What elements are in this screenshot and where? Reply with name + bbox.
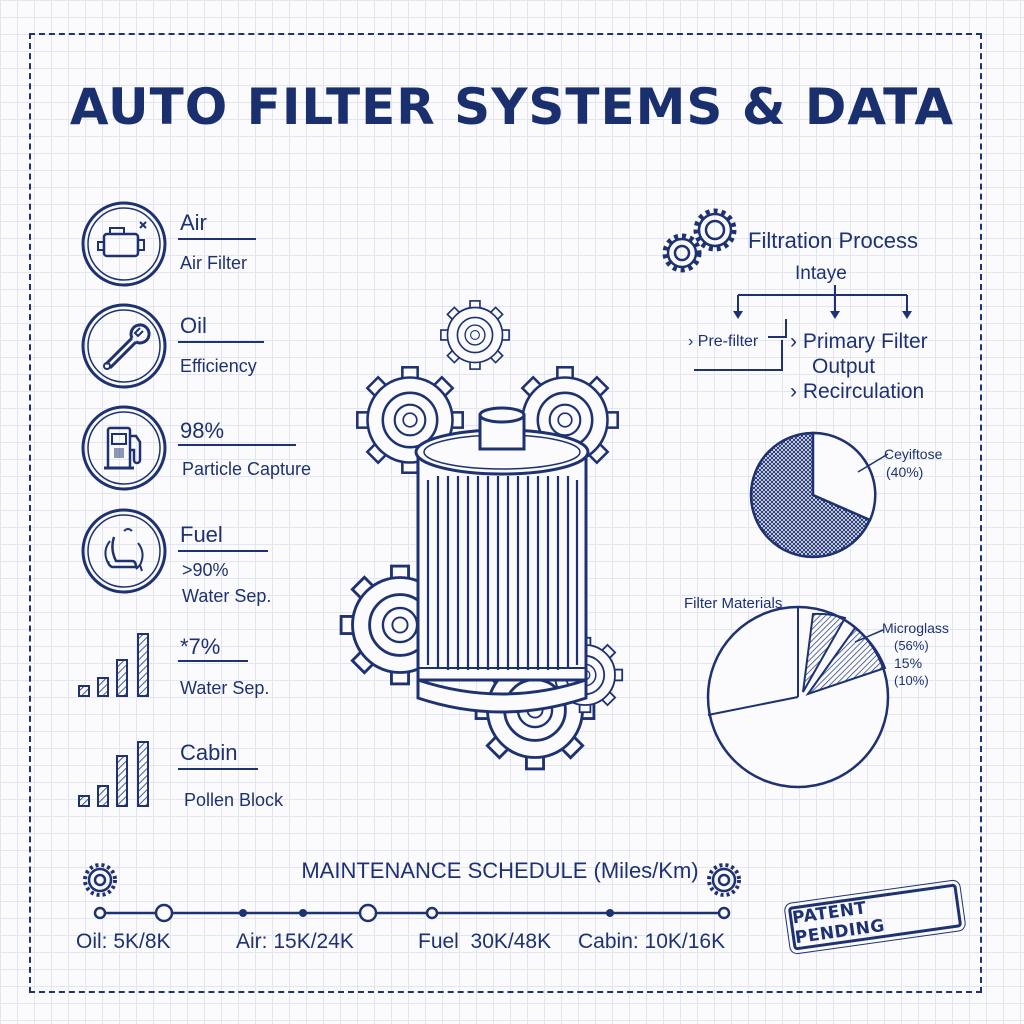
oil-sub: Efficiency [180, 356, 257, 376]
air-sub: Air Filter [180, 253, 247, 273]
bar-chart-icon [78, 633, 149, 697]
bar-chart-icon [78, 741, 149, 807]
process-title: Filtration Process [748, 228, 918, 253]
pie-chart-materials [706, 605, 890, 789]
engine-icon [81, 201, 167, 287]
particle-sub: Particle Capture [182, 459, 312, 479]
fuel-label: Fuel [180, 522, 223, 547]
schedule-cabin: Cabin: 10K/16K [578, 930, 726, 953]
process-intake: Intaye [795, 263, 847, 284]
pie2-title: Filter Materials [684, 595, 783, 612]
pie1-label: Ceyiftose [884, 446, 943, 462]
gear-icon [662, 208, 737, 273]
pie2-label: Microglass [882, 620, 949, 636]
schedule-timeline [83, 863, 741, 923]
oil-label: Oil [180, 313, 207, 338]
schedule-air: Air: 15K/24K [236, 930, 354, 953]
cabin-label: Cabin [180, 740, 238, 765]
fuel-pump-icon [81, 405, 167, 491]
primary-filter-label: › Primary Filter [790, 330, 928, 353]
pie2-p3: (10%) [894, 673, 929, 688]
pie2-p1: (56%) [894, 638, 929, 653]
gear-icon [440, 300, 510, 370]
wrench-icon [81, 303, 167, 389]
filter-illustration [339, 300, 624, 771]
fuel-sub: >90% [182, 560, 229, 580]
water-pct: *7% [180, 634, 221, 659]
blueprint-frame [29, 33, 982, 993]
output-label: Output [812, 355, 876, 378]
schedule-oil: Oil: 5K/8K [76, 930, 171, 953]
recirculation-label: › Recirculation [790, 380, 925, 403]
pie1-pct: (40%) [886, 464, 924, 480]
water-sub: Water Sep. [180, 678, 270, 698]
particle-pct: 98% [180, 418, 225, 443]
prefilter-label: › Pre-filter [688, 333, 759, 350]
schedule-title: MAINTENANCE SCHEDULE (Miles/Km) [301, 858, 699, 883]
pie-chart-cellulose [749, 431, 889, 559]
page-title: AUTO FILTER SYSTEMS & DATA [69, 78, 955, 136]
schedule-fuel: Fuel 30K/48K [418, 930, 552, 953]
seat-icon [81, 508, 167, 594]
cabin-sub: Pollen Block [184, 790, 284, 810]
process-arrows [694, 285, 912, 371]
pie2-p2: 15% [894, 655, 923, 671]
fuel-sub2: Water Sep. [182, 586, 272, 606]
air-label: Air [180, 210, 207, 235]
